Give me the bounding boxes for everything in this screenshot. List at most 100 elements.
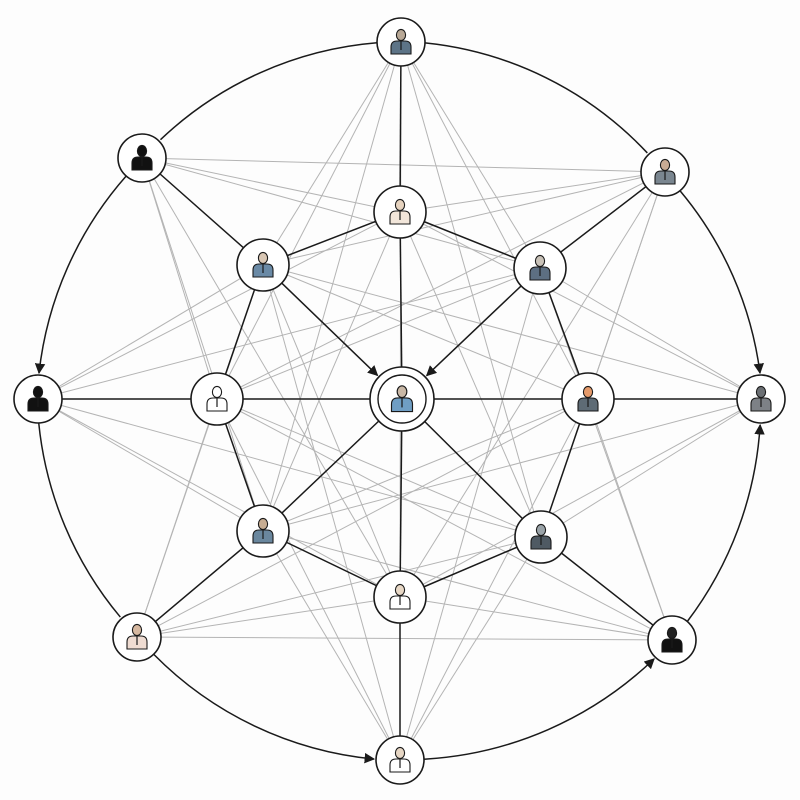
outer-arc bbox=[424, 42, 648, 154]
edge-secondary bbox=[262, 398, 589, 532]
node-o3[interactable] bbox=[647, 615, 697, 665]
edge-secondary bbox=[262, 264, 762, 400]
edge-secondary bbox=[141, 157, 541, 269]
edge-directed bbox=[281, 282, 379, 377]
node-o1[interactable] bbox=[640, 147, 690, 197]
edge-secondary bbox=[399, 398, 762, 598]
edge-primary bbox=[399, 398, 403, 598]
outer-arc bbox=[37, 422, 121, 618]
outer-arc bbox=[423, 658, 655, 760]
edge-secondary bbox=[136, 536, 542, 638]
node-o0[interactable] bbox=[376, 17, 426, 67]
person-icon bbox=[27, 385, 49, 412]
person-icon bbox=[126, 623, 148, 650]
edge-secondary bbox=[141, 157, 218, 400]
edge-secondary bbox=[141, 157, 666, 173]
edge-secondary bbox=[399, 171, 666, 598]
edge-secondary bbox=[136, 636, 673, 641]
edge-primary bbox=[141, 157, 264, 266]
edge-secondary bbox=[262, 530, 401, 761]
node-i7[interactable] bbox=[236, 238, 290, 292]
outer-arc bbox=[679, 190, 764, 375]
edge-secondary bbox=[399, 267, 541, 761]
edge-secondary bbox=[37, 211, 401, 400]
edge-secondary bbox=[399, 536, 542, 761]
edge-secondary bbox=[216, 398, 401, 761]
edge-secondary bbox=[399, 211, 542, 538]
edge-secondary bbox=[262, 398, 762, 532]
edge-secondary bbox=[136, 596, 401, 638]
person-icon bbox=[252, 517, 274, 544]
edge-secondary bbox=[400, 41, 542, 538]
secondary-edges bbox=[37, 41, 762, 761]
nodes bbox=[13, 17, 786, 785]
person-icon bbox=[131, 144, 153, 171]
outer-arc bbox=[159, 41, 378, 141]
node-i1[interactable] bbox=[513, 241, 567, 295]
edge-secondary bbox=[37, 398, 542, 538]
edge-secondary bbox=[262, 171, 666, 266]
person-icon bbox=[390, 385, 414, 413]
edge-secondary bbox=[262, 264, 401, 598]
edge-secondary bbox=[37, 398, 401, 598]
edge-secondary bbox=[262, 211, 401, 532]
edge-secondary bbox=[262, 264, 401, 761]
node-o4[interactable] bbox=[375, 735, 425, 785]
edge-secondary bbox=[399, 211, 762, 400]
node-i4[interactable] bbox=[373, 570, 427, 624]
node-i5[interactable] bbox=[236, 504, 290, 558]
person-icon bbox=[389, 746, 411, 773]
edge-secondary bbox=[400, 41, 541, 269]
person-icon bbox=[389, 198, 411, 225]
edge-secondary bbox=[262, 41, 402, 266]
person-icon bbox=[661, 626, 683, 653]
node-o6[interactable] bbox=[13, 374, 63, 424]
edge-primary bbox=[136, 530, 264, 638]
edge-secondary bbox=[262, 264, 589, 400]
person-icon bbox=[530, 523, 552, 550]
person-icon bbox=[750, 385, 772, 412]
edge-secondary bbox=[262, 41, 402, 532]
outer-arcs bbox=[34, 41, 765, 764]
edge-primary bbox=[399, 41, 402, 213]
node-i3[interactable] bbox=[514, 510, 568, 564]
edge-secondary bbox=[37, 398, 264, 532]
edge-secondary bbox=[399, 398, 589, 761]
edge-secondary bbox=[399, 596, 673, 641]
edge-secondary bbox=[216, 398, 673, 641]
person-icon bbox=[390, 28, 412, 55]
node-i6[interactable] bbox=[190, 372, 244, 426]
person-icon bbox=[389, 583, 411, 610]
edge-secondary bbox=[141, 157, 264, 532]
edge-secondary bbox=[400, 41, 589, 400]
node-i0[interactable] bbox=[373, 185, 427, 239]
edge-secondary bbox=[539, 267, 762, 400]
edge-secondary bbox=[540, 398, 762, 538]
edge-secondary bbox=[216, 41, 402, 400]
edge-secondary bbox=[216, 267, 541, 400]
person-icon bbox=[252, 251, 274, 278]
edge-secondary bbox=[262, 530, 673, 641]
person-icon bbox=[206, 385, 228, 412]
edge-secondary bbox=[216, 171, 666, 400]
outer-arc bbox=[34, 175, 127, 375]
outer-arc bbox=[153, 653, 376, 764]
edge-primary bbox=[540, 536, 673, 641]
edge-secondary bbox=[399, 171, 666, 213]
node-i2[interactable] bbox=[561, 372, 615, 426]
node-inner-ring bbox=[377, 374, 427, 424]
node-o2[interactable] bbox=[736, 374, 786, 424]
node-c[interactable] bbox=[369, 366, 435, 432]
edge-directed bbox=[425, 285, 522, 377]
edge-secondary bbox=[141, 157, 401, 213]
outer-arc bbox=[686, 423, 765, 622]
person-icon bbox=[577, 385, 599, 412]
node-o5[interactable] bbox=[112, 612, 162, 662]
person-icon bbox=[654, 158, 676, 185]
edge-secondary bbox=[37, 267, 541, 400]
node-o7[interactable] bbox=[117, 133, 167, 183]
edge-secondary bbox=[37, 264, 264, 400]
edge-secondary bbox=[136, 398, 589, 638]
person-icon bbox=[529, 254, 551, 281]
